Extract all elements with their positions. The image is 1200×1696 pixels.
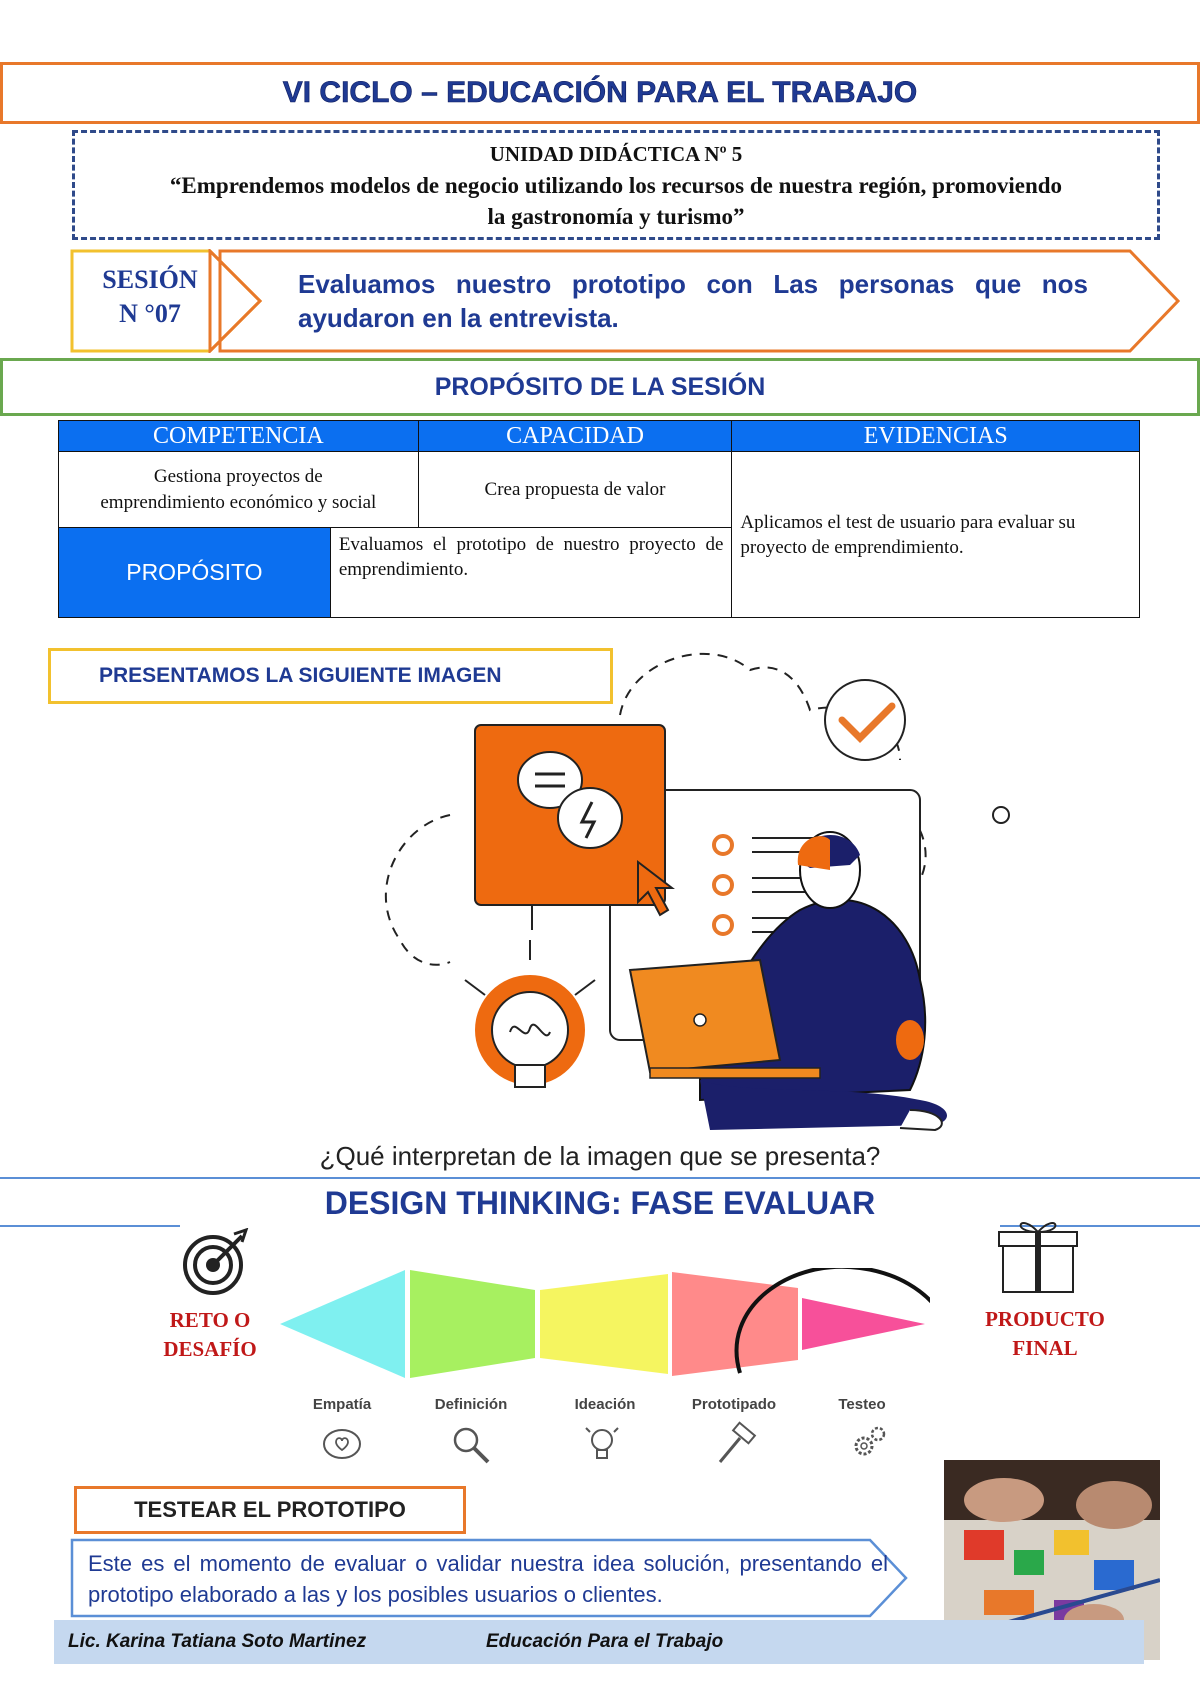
phase-label-definicion: Definición — [434, 1396, 508, 1413]
person-with-laptop — [628, 831, 947, 1132]
session-label-line2: N °07 — [119, 299, 181, 328]
final-product-label-line1: PRODUCTO — [985, 1307, 1105, 1331]
chat-bubbles-icon — [517, 751, 623, 849]
gears-icon — [854, 1426, 886, 1456]
target-icon — [183, 1228, 249, 1295]
phase-label-testeo: Testeo — [838, 1396, 886, 1413]
competency-table: COMPETENCIA CAPACIDAD EVIDENCIAS Gestion… — [58, 420, 1140, 618]
unit-title-line2: la gastronomía y turismo” — [487, 204, 745, 229]
design-thinking-phases — [280, 1268, 930, 1378]
phase-label-prototipado: Prototipado — [691, 1396, 777, 1413]
purpose-banner-text: PROPÓSITO DE LA SESIÓN — [434, 372, 766, 401]
competencia-line2: emprendimiento económico y social — [100, 491, 377, 513]
check-circle-icon — [824, 679, 906, 761]
hammer-icon — [718, 1421, 757, 1463]
challenge-label-line1: RETO O — [169, 1308, 251, 1332]
phase-shape-ideacion — [540, 1274, 668, 1374]
challenge-label: RETO O DESAFÍO — [150, 1306, 270, 1364]
footer-author: Lic. Karina Tatiana Soto Martinez — [68, 1631, 367, 1652]
cycle-banner: VI CICLO – EDUCACIÓN PARA EL TRABAJO — [0, 62, 1200, 124]
session-label: SESIÓN N °07 — [90, 263, 210, 331]
phase-shape-prototipado — [672, 1272, 798, 1376]
header-capacidad: CAPACIDAD — [417, 420, 733, 452]
cycle-title: VI CICLO – EDUCACIÓN PARA EL TRABAJO — [282, 76, 918, 110]
header-competencia: COMPETENCIA — [58, 420, 419, 452]
present-image-label: PRESENTAMOS LA SIGUIENTE IMAGEN — [99, 664, 502, 687]
unit-box: UNIDAD DIDÁCTICA Nº 5 “Emprendemos model… — [72, 130, 1160, 240]
present-image-box: PRESENTAMOS LA SIGUIENTE IMAGEN — [48, 648, 613, 704]
proposito-label: PROPÓSITO — [58, 527, 331, 618]
phase-shape-testeo — [802, 1298, 925, 1350]
session-title-line2: ayudaron en la entrevista. — [298, 303, 619, 333]
competencia-cell: Gestiona proyectos de emprendimiento eco… — [58, 451, 419, 528]
magnifier-icon — [453, 1427, 490, 1464]
footer-subject: Educación Para el Trabajo — [486, 1631, 724, 1652]
session-row: SESIÓN N °07 Evaluamos nuestro prototipo… — [70, 249, 1180, 353]
test-prototype-text: Este es el momento de evaluar o validar … — [88, 1551, 888, 1607]
heart-chat-icon — [323, 1429, 361, 1459]
phase-label-empatia: Empatía — [312, 1396, 372, 1413]
phase-shape-empatia — [280, 1270, 405, 1378]
phase-icons — [323, 1421, 886, 1464]
cursor-icon — [637, 859, 675, 917]
footer: Lic. Karina Tatiana Soto Martinez Educac… — [54, 1620, 1144, 1664]
unit-title-line1: “Emprendemos modelos de negocio utilizan… — [169, 173, 1063, 198]
lightbulb-icon — [464, 940, 596, 1088]
session-title: Evaluamos nuestro prototipo con Las pers… — [298, 267, 1088, 335]
test-prototype-box: TESTEAR EL PROTOTIPO — [74, 1486, 466, 1534]
session-arrow-shapes — [70, 249, 1180, 353]
purpose-banner: PROPÓSITO DE LA SESIÓN — [0, 358, 1200, 416]
final-product-label-line2: FINAL — [1012, 1336, 1078, 1360]
session-label-line1: SESIÓN — [102, 265, 198, 294]
gift-icon — [998, 1222, 1078, 1293]
test-prototype-title: TESTEAR EL PROTOTIPO — [134, 1497, 406, 1522]
evidencias-cell: Aplicamos el test de usuario para evalua… — [731, 451, 1140, 618]
section-divider — [0, 1177, 1200, 1227]
unit-number: UNIDAD DIDÁCTICA Nº 5 — [489, 142, 743, 166]
challenge-label-line2: DESAFÍO — [163, 1337, 257, 1361]
header-evidencias: EVIDENCIAS — [731, 420, 1140, 452]
test-text-arrow — [70, 1538, 908, 1618]
interpretation-question: ¿Qué interpretan de la imagen que se pre… — [319, 1141, 881, 1171]
capacidad-cell: Crea propuesta de valor — [417, 451, 733, 528]
bulb-icon — [585, 1427, 619, 1459]
design-thinking-title: DESIGN THINKING: FASE EVALUAR — [324, 1185, 876, 1221]
final-product-label: PRODUCTO FINAL — [975, 1305, 1115, 1363]
phase-shape-definicion — [410, 1270, 535, 1378]
session-title-line1: Evaluamos nuestro prototipo con Las pers… — [298, 269, 1088, 299]
highlight-circle — [734, 1268, 930, 1374]
evaluation-illustration — [384, 652, 1010, 1132]
competencia-line1: Gestiona proyectos de — [153, 465, 323, 487]
phase-label-ideacion: Ideación — [574, 1396, 636, 1413]
cloud-node-icon — [992, 806, 1010, 824]
proposito-text: Evaluamos el prototipo de nuestro proyec… — [329, 527, 733, 618]
